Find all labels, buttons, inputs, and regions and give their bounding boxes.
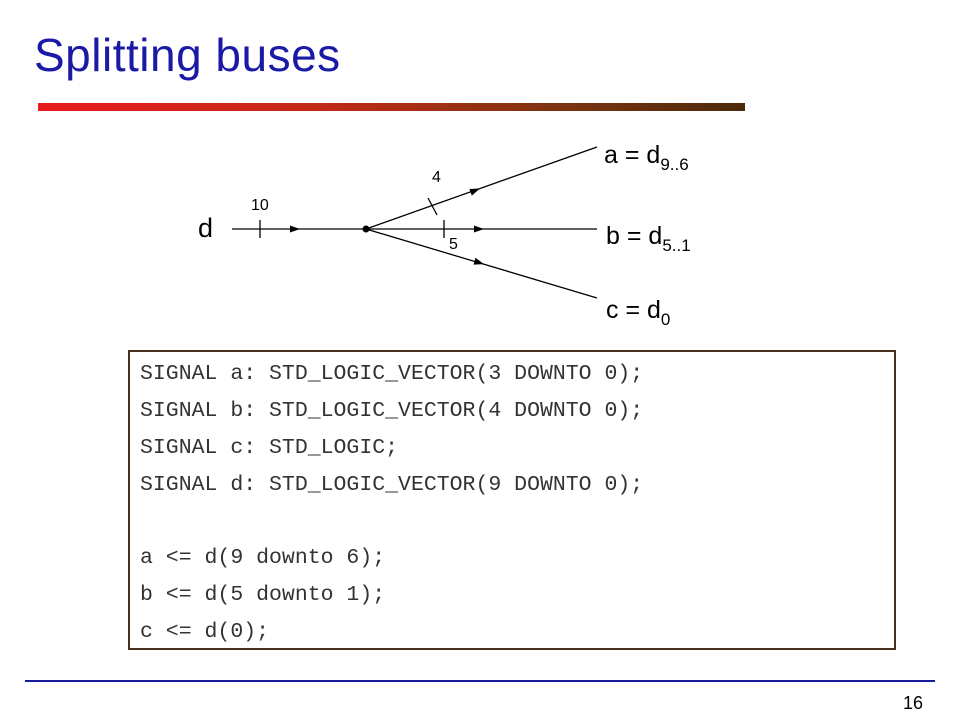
code-line: SIGNAL b: STD_LOGIC_VECTOR(4 DOWNTO 0); xyxy=(140,399,644,423)
code-line: c <= d(0); xyxy=(140,620,270,644)
branch-b-label-main: b = d xyxy=(606,222,662,250)
input-bus-arrow xyxy=(290,225,300,233)
branch-c-label-subscript: 0 xyxy=(661,310,670,329)
input-label: d xyxy=(198,213,213,243)
code-line: SIGNAL d: STD_LOGIC_VECTOR(9 DOWNTO 0); xyxy=(140,473,644,497)
branch-a-width-tick xyxy=(427,197,438,216)
branch-b-arrow xyxy=(474,225,484,233)
branch-c-label: c = d0 xyxy=(606,296,670,329)
bus-split-diagram: d 10 4 5 a = d9..6 b = d5..1 c = d0 xyxy=(198,141,691,329)
branch-a-label-main: a = d xyxy=(604,141,660,169)
code-line: a <= d(9 downto 6); xyxy=(140,546,386,570)
slide-title: Splitting buses xyxy=(34,29,341,81)
page-number: 16 xyxy=(903,693,924,713)
branch-a-label-subscript: 9..6 xyxy=(660,155,688,174)
branch-a-arrow xyxy=(469,188,480,196)
code-line: SIGNAL c: STD_LOGIC; xyxy=(140,436,399,460)
input-width-label: 10 xyxy=(251,197,269,214)
branch-c-arrow xyxy=(473,257,484,265)
vhdl-code-box: SIGNAL a: STD_LOGIC_VECTOR(3 DOWNTO 0); … xyxy=(128,350,896,650)
branch-a-line xyxy=(365,146,598,230)
footer-rule xyxy=(25,680,935,682)
branch-a-width-label: 4 xyxy=(432,169,441,186)
branch-b-label: b = d5..1 xyxy=(606,222,691,255)
branch-a-label: a = d9..6 xyxy=(604,141,689,174)
title-underline-bar xyxy=(38,103,745,111)
branch-b-width-label: 5 xyxy=(449,236,458,253)
code-line: b <= d(5 downto 1); xyxy=(140,583,386,607)
code-line: SIGNAL a: STD_LOGIC_VECTOR(3 DOWNTO 0); xyxy=(140,362,644,386)
branch-c-label-main: c = d xyxy=(606,296,661,324)
branch-b-label-subscript: 5..1 xyxy=(662,236,690,255)
